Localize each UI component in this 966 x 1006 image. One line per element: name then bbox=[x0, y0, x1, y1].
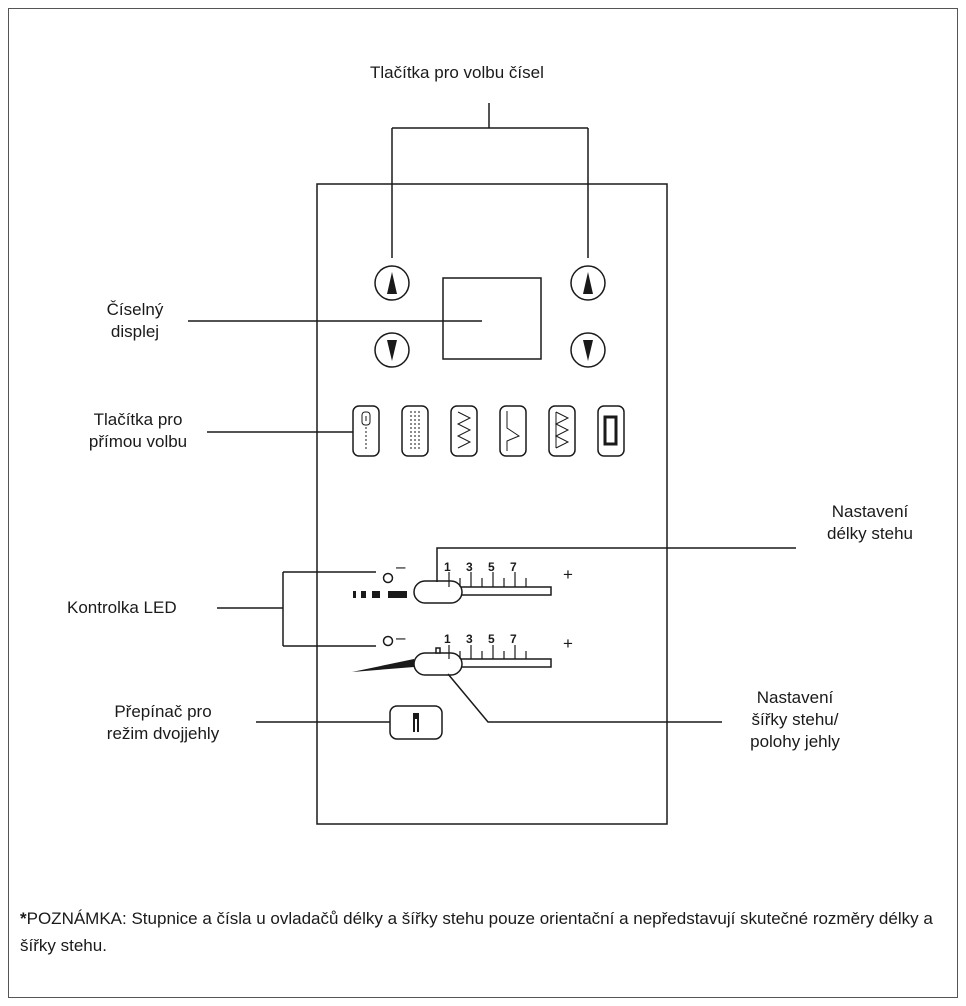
direct-button-straight[interactable] bbox=[401, 405, 429, 457]
stitch-width-label: Nastavení šířky stehu/ polohy jehly bbox=[720, 687, 870, 753]
stitch-length-label-line1: Nastavení bbox=[831, 502, 909, 521]
left-up-button[interactable] bbox=[374, 265, 410, 301]
length-led bbox=[382, 572, 394, 584]
twin-needle-icon bbox=[413, 713, 419, 732]
left-down-button[interactable] bbox=[374, 332, 410, 368]
width-plus: + bbox=[563, 634, 573, 653]
footnote-text: POZNÁMKA: Stupnice a čísla u ovladačů dé… bbox=[20, 909, 933, 955]
figure-frame bbox=[8, 8, 958, 998]
direct-button-triple-zigzag[interactable] bbox=[548, 405, 576, 457]
zigzag-icon bbox=[456, 411, 472, 449]
stitch-width-label-line1: Nastavení bbox=[756, 688, 834, 707]
length-plus: + bbox=[563, 565, 573, 584]
twin-needle-label: Přepínač pro režim dvojjehly bbox=[68, 701, 258, 745]
number-buttons-callout bbox=[391, 103, 589, 258]
triangle-down-icon bbox=[387, 340, 397, 361]
number-buttons-label: Tlačítka pro volbu čísel bbox=[370, 63, 544, 82]
twin-needle-switch[interactable] bbox=[389, 705, 443, 740]
display-label-line1: Číselný bbox=[106, 300, 164, 319]
direct-button-blind-hem[interactable] bbox=[499, 405, 527, 457]
stitch-width-icon bbox=[352, 659, 414, 672]
length-minus: – bbox=[396, 557, 406, 576]
stitch-length-slider[interactable] bbox=[353, 572, 552, 604]
direct-buttons-label-line1: Tlačítka pro bbox=[93, 410, 183, 429]
stitch-width-slider[interactable] bbox=[352, 635, 552, 676]
twin-needle-label-line1: Přepínač pro bbox=[114, 702, 212, 721]
width-leader-line bbox=[447, 673, 722, 723]
straight-stitch-icon bbox=[410, 411, 420, 451]
direct-button-bartack[interactable] bbox=[597, 405, 625, 457]
led-label: Kontrolka LED bbox=[67, 598, 177, 617]
triangle-up-icon bbox=[583, 272, 593, 294]
width-tick-1: 1 bbox=[444, 632, 451, 646]
numeric-display bbox=[442, 277, 542, 360]
triple-zigzag-icon bbox=[554, 411, 570, 449]
width-slider-knob bbox=[413, 652, 463, 676]
bartack-icon bbox=[603, 415, 618, 446]
footnote: *POZNÁMKA: Stupnice a čísla u ovladačů d… bbox=[20, 905, 940, 959]
display-label: Číselný displej bbox=[85, 299, 185, 343]
length-tick-5: 5 bbox=[488, 560, 495, 574]
buttonhole-icon bbox=[361, 411, 371, 426]
length-tick-7: 7 bbox=[510, 560, 517, 574]
width-tick-3: 3 bbox=[466, 632, 473, 646]
stitch-length-icon bbox=[353, 591, 407, 598]
twin-needle-label-line2: režim dvojjehly bbox=[106, 724, 220, 743]
stitch-length-label: Nastavení délky stehu bbox=[795, 501, 945, 545]
right-down-button[interactable] bbox=[570, 332, 606, 368]
footnote-asterisk: * bbox=[20, 909, 27, 928]
length-scale-ticks bbox=[448, 572, 527, 587]
triangle-down-icon bbox=[583, 340, 593, 361]
length-tick-3: 3 bbox=[466, 560, 473, 574]
blind-hem-icon bbox=[506, 411, 521, 451]
led-callout bbox=[217, 571, 376, 647]
width-tick-5: 5 bbox=[488, 632, 495, 646]
width-scale-ticks bbox=[448, 645, 527, 659]
right-up-button[interactable] bbox=[570, 265, 606, 301]
width-minus: – bbox=[396, 628, 406, 647]
display-label-line2: displej bbox=[110, 322, 160, 341]
length-tick-1: 1 bbox=[444, 560, 451, 574]
direct-buttons-label: Tlačítka pro přímou volbu bbox=[68, 409, 208, 453]
stitch-width-label-line3: polohy jehly bbox=[750, 732, 840, 751]
direct-buttons-label-line2: přímou volbu bbox=[88, 432, 188, 451]
direct-selection-buttons bbox=[352, 405, 625, 457]
triangle-up-icon bbox=[387, 272, 397, 294]
direct-button-buttonhole[interactable] bbox=[352, 405, 380, 457]
width-tick-7: 7 bbox=[510, 632, 517, 646]
length-leader-line bbox=[436, 547, 796, 582]
stitch-length-label-line2: délky stehu bbox=[827, 524, 913, 543]
direct-button-zigzag[interactable] bbox=[450, 405, 478, 457]
length-slider-knob bbox=[413, 580, 463, 604]
control-panel bbox=[316, 183, 668, 825]
width-knob-notch bbox=[435, 647, 441, 654]
width-led bbox=[382, 635, 394, 647]
stitch-width-label-line2: šířky stehu/ bbox=[751, 710, 839, 729]
